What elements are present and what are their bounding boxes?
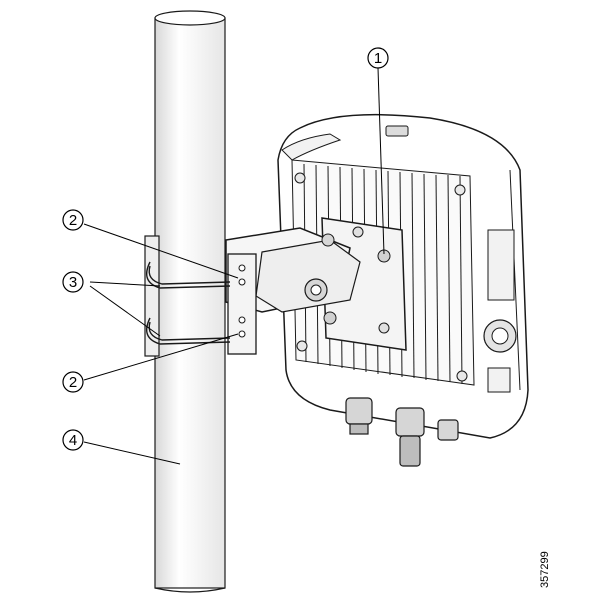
callout-2-top: 2 [62, 209, 84, 231]
leader-lines [83, 67, 385, 465]
callout-4: 4 [62, 429, 84, 451]
callout-2-bottom: 2 [62, 371, 84, 393]
mounting-pole [154, 10, 226, 593]
bottom-connectors [345, 397, 459, 467]
svg-text:2: 2 [69, 212, 77, 229]
svg-text:4: 4 [69, 432, 77, 449]
svg-text:1: 1 [374, 50, 382, 67]
callout-3: 3 [62, 271, 84, 293]
metal-straps [146, 261, 231, 345]
svg-text:3: 3 [69, 274, 77, 291]
svg-text:2: 2 [69, 374, 77, 391]
pivot-bracket [225, 227, 361, 313]
figure-number: 357299 [539, 551, 551, 588]
callout-1: 1 [367, 47, 389, 69]
